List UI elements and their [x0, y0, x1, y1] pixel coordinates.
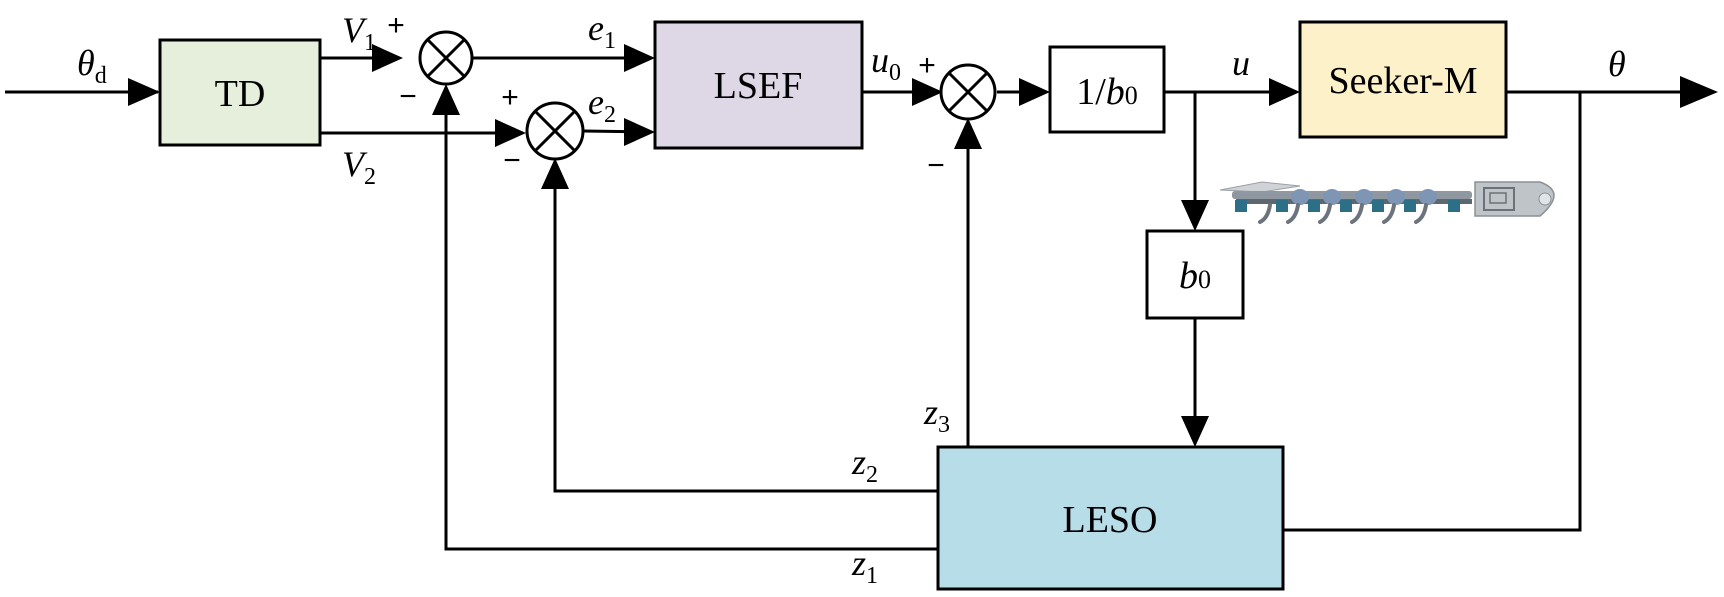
sj1-plus-sign: +: [387, 9, 405, 42]
arrowhead: [128, 78, 160, 106]
sj2-plus-sign: +: [501, 81, 519, 114]
arrowhead: [912, 78, 943, 106]
arrowhead: [1680, 76, 1718, 108]
td-label: TD: [215, 73, 266, 115]
block-td: TD: [158, 38, 322, 147]
signal-v1: V1: [342, 10, 376, 56]
wire-z1: [444, 90, 938, 551]
block-leso: LESO: [936, 445, 1285, 591]
signal-theta-d: θd: [77, 43, 107, 89]
arrowhead: [1181, 416, 1209, 447]
arrowhead: [1019, 78, 1050, 106]
sj2-minus-sign: −: [503, 144, 521, 177]
arrowhead: [1269, 78, 1300, 106]
block-seeker-m: Seeker-M: [1298, 20, 1508, 139]
arrowhead: [495, 119, 526, 147]
sj1-minus-sign: −: [399, 80, 417, 113]
signal-z3: z3: [923, 392, 950, 438]
signal-z2: z2: [851, 442, 878, 488]
block-lsef: LSEF: [653, 20, 864, 150]
signal-u: u: [1232, 43, 1250, 83]
arrowhead: [1181, 200, 1209, 231]
seeker-label: Seeker-M: [1328, 60, 1477, 102]
sj3-minus-sign: −: [927, 149, 945, 182]
arrowhead: [432, 84, 460, 115]
leso-label: LESO: [1063, 499, 1158, 541]
wires: [5, 44, 1718, 551]
inverse-b0-label: 1/b0: [1076, 71, 1138, 113]
summing-junction-icon: [939, 63, 997, 121]
signal-v2: V2: [342, 144, 376, 190]
signal-e2: e2: [588, 82, 616, 128]
wire-theta-feedback: [1283, 92, 1582, 532]
b0-label: b0: [1179, 255, 1211, 297]
arrowhead: [624, 118, 655, 146]
block-inverse-b0: 1/b0: [1048, 45, 1166, 134]
sj3-plus-sign: +: [918, 49, 936, 82]
wire-z2: [553, 164, 938, 493]
arrowhead: [541, 158, 569, 189]
signal-z1: z1: [851, 543, 878, 589]
summing-junction-icon: [525, 101, 585, 161]
signal-e1: e1: [588, 8, 616, 54]
arrowhead: [624, 44, 655, 72]
summing-junction-icon: [418, 30, 474, 86]
signal-theta: θ: [1608, 44, 1626, 84]
arrowhead: [954, 118, 982, 149]
signal-u0: u0: [871, 40, 901, 86]
block-b0: b0: [1145, 229, 1245, 320]
arrowhead: [372, 44, 403, 72]
lsef-label: LSEF: [714, 65, 803, 107]
robot-fish-icon: [1219, 181, 1555, 224]
